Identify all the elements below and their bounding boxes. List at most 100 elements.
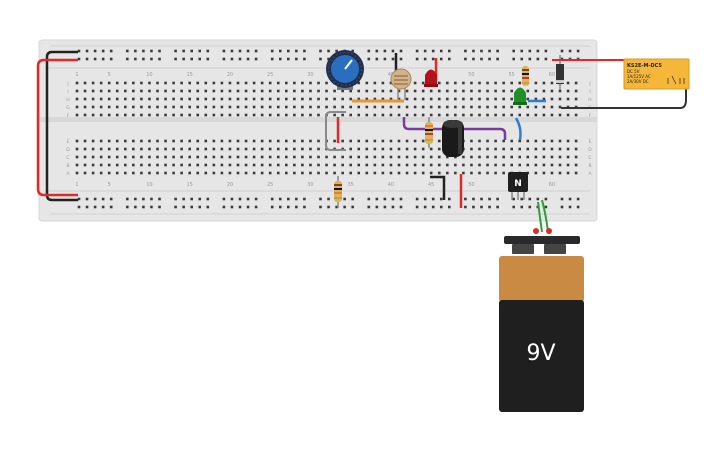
breadboard-hole[interactable] — [107, 139, 111, 143]
breadboard-hole[interactable] — [228, 97, 232, 101]
breadboard-hole[interactable] — [244, 81, 248, 85]
breadboard-hole[interactable] — [391, 197, 395, 201]
breadboard-hole[interactable] — [413, 163, 417, 167]
breadboard-hole[interactable] — [172, 81, 175, 85]
breadboard-hole[interactable] — [287, 205, 290, 209]
breadboard-hole[interactable] — [389, 139, 393, 143]
breadboard-hole[interactable] — [319, 205, 322, 209]
breadboard-hole[interactable] — [75, 139, 79, 143]
breadboard-hole[interactable] — [518, 147, 522, 151]
breadboard-hole[interactable] — [558, 155, 562, 159]
breadboard-hole[interactable] — [437, 113, 441, 117]
breadboard-hole[interactable] — [534, 89, 538, 93]
breadboard-hole[interactable] — [236, 155, 240, 159]
breadboard-hole[interactable] — [148, 97, 151, 101]
breadboard-hole[interactable] — [124, 113, 127, 117]
breadboard-hole[interactable] — [212, 97, 216, 101]
breadboard-hole[interactable] — [464, 205, 467, 209]
breadboard-hole[interactable] — [301, 155, 304, 159]
breadboard-hole[interactable] — [309, 81, 312, 85]
breadboard-hole[interactable] — [357, 105, 361, 109]
breadboard-hole[interactable] — [566, 155, 570, 159]
breadboard-hole[interactable] — [494, 105, 497, 109]
breadboard-hole[interactable] — [333, 97, 336, 101]
breadboard-hole[interactable] — [542, 81, 546, 85]
breadboard-hole[interactable] — [85, 49, 89, 53]
breadboard-hole[interactable] — [389, 163, 393, 167]
breadboard-hole[interactable] — [91, 147, 95, 151]
breadboard-hole[interactable] — [236, 105, 240, 109]
breadboard-hole[interactable] — [373, 155, 377, 159]
breadboard-hole[interactable] — [389, 155, 393, 159]
breadboard-hole[interactable] — [91, 113, 95, 117]
breadboard-hole[interactable] — [518, 163, 522, 167]
breadboard-hole[interactable] — [293, 163, 296, 167]
breadboard-hole[interactable] — [309, 155, 312, 159]
breadboard-hole[interactable] — [335, 49, 338, 53]
breadboard-hole[interactable] — [502, 163, 505, 167]
breadboard-hole[interactable] — [405, 97, 409, 101]
breadboard-hole[interactable] — [180, 139, 183, 143]
breadboard-hole[interactable] — [252, 81, 256, 85]
breadboard-hole[interactable] — [204, 155, 208, 159]
breadboard-hole[interactable] — [287, 57, 290, 61]
breadboard-hole[interactable] — [325, 97, 328, 101]
breadboard-hole[interactable] — [365, 81, 369, 85]
breadboard-hole[interactable] — [75, 113, 79, 117]
breadboard-hole[interactable] — [550, 163, 554, 167]
breadboard-hole[interactable] — [518, 139, 522, 143]
breadboard-hole[interactable] — [566, 147, 570, 151]
breadboard-hole[interactable] — [180, 89, 183, 93]
breadboard-hole[interactable] — [309, 171, 312, 175]
breadboard-hole[interactable] — [446, 163, 449, 167]
breadboard-hole[interactable] — [91, 89, 95, 93]
breadboard-hole[interactable] — [115, 81, 119, 85]
breadboard-hole[interactable] — [182, 197, 185, 201]
breadboard-hole[interactable] — [470, 89, 473, 93]
breadboard-hole[interactable] — [391, 49, 395, 53]
photoresistor[interactable] — [390, 68, 412, 100]
breadboard-hole[interactable] — [212, 147, 216, 151]
breadboard-hole[interactable] — [439, 57, 443, 61]
breadboard-hole[interactable] — [526, 113, 530, 117]
breadboard-hole[interactable] — [488, 197, 491, 201]
breadboard-hole[interactable] — [293, 105, 296, 109]
breadboard-hole[interactable] — [486, 139, 489, 143]
breadboard-hole[interactable] — [220, 147, 224, 151]
breadboard-hole[interactable] — [566, 139, 570, 143]
breadboard-hole[interactable] — [156, 89, 159, 93]
breadboard-hole[interactable] — [534, 113, 538, 117]
breadboard-hole[interactable] — [365, 163, 369, 167]
breadboard-hole[interactable] — [381, 139, 385, 143]
breadboard-hole[interactable] — [188, 89, 191, 93]
breadboard-hole[interactable] — [454, 89, 457, 93]
breadboard-hole[interactable] — [462, 89, 465, 93]
breadboard-hole[interactable] — [246, 49, 250, 53]
breadboard-hole[interactable] — [238, 197, 242, 201]
breadboard-hole[interactable] — [276, 81, 280, 85]
breadboard-hole[interactable] — [341, 139, 344, 143]
breadboard-hole[interactable] — [437, 97, 441, 101]
breadboard-hole[interactable] — [246, 57, 250, 61]
breadboard-hole[interactable] — [413, 113, 417, 117]
breadboard-hole[interactable] — [276, 147, 280, 151]
breadboard-hole[interactable] — [405, 113, 409, 117]
breadboard-hole[interactable] — [228, 171, 232, 175]
breadboard-hole[interactable] — [397, 97, 401, 101]
breadboard-hole[interactable] — [252, 139, 256, 143]
breadboard-hole[interactable] — [254, 49, 258, 53]
breadboard-hole[interactable] — [413, 155, 417, 159]
breadboard-hole[interactable] — [204, 89, 208, 93]
breadboard-hole[interactable] — [520, 205, 524, 209]
breadboard-hole[interactable] — [107, 163, 111, 167]
breadboard-hole[interactable] — [397, 105, 401, 109]
breadboard-hole[interactable] — [486, 155, 489, 159]
breadboard-hole[interactable] — [303, 49, 306, 53]
breadboard-hole[interactable] — [391, 205, 395, 209]
breadboard-hole[interactable] — [558, 147, 562, 151]
breadboard-hole[interactable] — [285, 89, 288, 93]
breadboard-hole[interactable] — [550, 113, 554, 117]
breadboard-hole[interactable] — [518, 155, 522, 159]
breadboard-hole[interactable] — [480, 49, 483, 53]
breadboard-hole[interactable] — [230, 197, 234, 201]
